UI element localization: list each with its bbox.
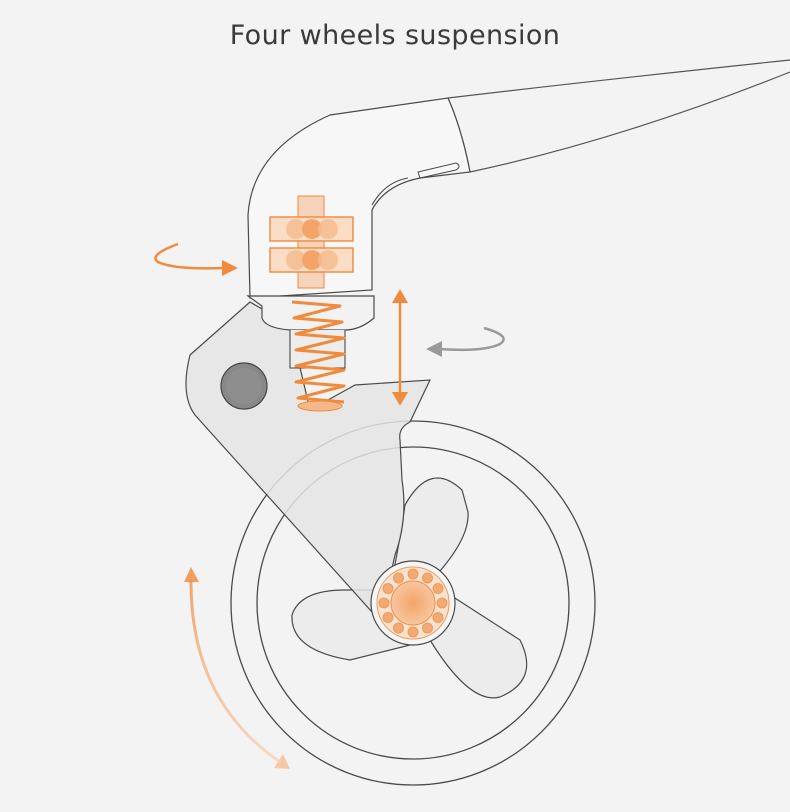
swivel-bolts: [269, 195, 354, 289]
diagram-title: Four wheels suspension: [229, 20, 561, 51]
swing-arm: [185, 301, 431, 613]
double-arrow-curved-icon: [184, 567, 290, 769]
arrow-left-icon: [426, 326, 505, 357]
suspension-spring: [291, 300, 346, 412]
wheel-hub: [370, 560, 456, 646]
housing-slot: [417, 162, 460, 179]
frame-tube: [447, 59, 790, 173]
arrow-right-icon: [154, 242, 238, 276]
bearing-balls: [378, 568, 448, 638]
double-arrow-vertical-icon: [392, 289, 408, 406]
